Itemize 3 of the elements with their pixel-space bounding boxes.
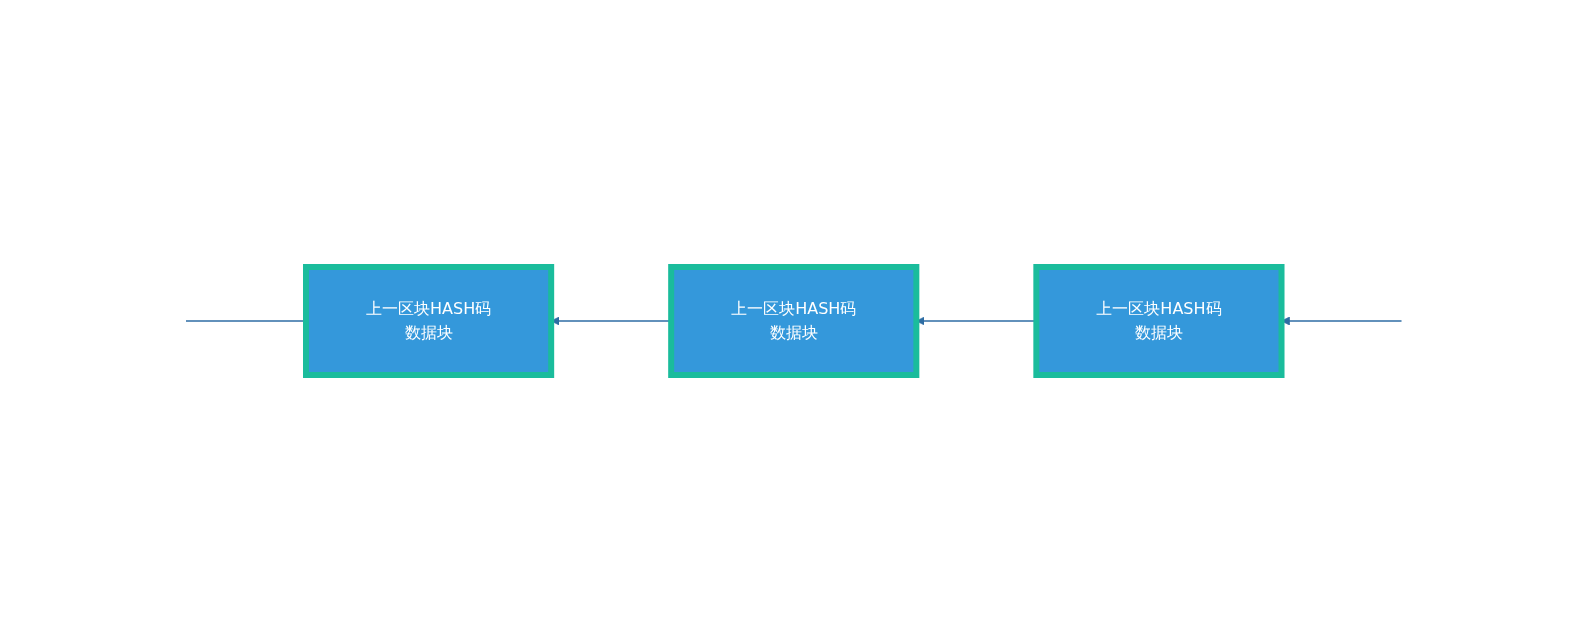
node-box: 上一区块HASH码 数据块 (303, 264, 555, 378)
node-box: 上一区块HASH码 数据块 (668, 264, 920, 378)
node-box: 上一区块HASH码 数据块 (1033, 264, 1285, 378)
